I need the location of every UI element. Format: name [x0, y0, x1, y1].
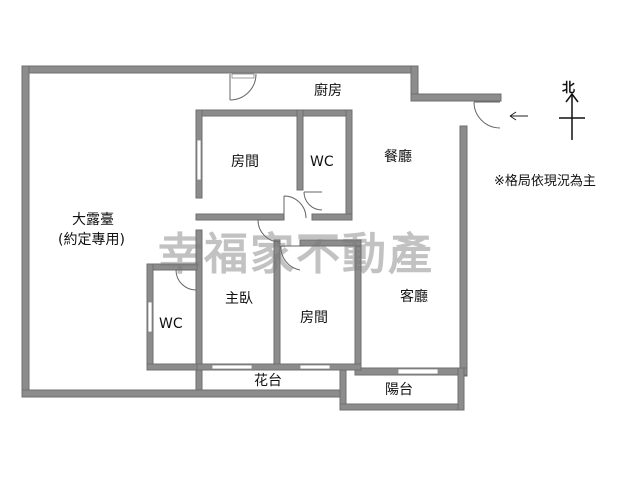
- label-dining: 餐廳: [384, 149, 412, 165]
- door-wc-left: [175, 269, 197, 291]
- north-label: 北: [562, 81, 576, 96]
- layout-note: ※格局依現況為主: [494, 174, 596, 189]
- balcony-bottom: [339, 403, 465, 411]
- window-wc-left: [147, 301, 153, 333]
- door-kitchen: [229, 73, 257, 101]
- wall-wc-left-bottom: [146, 363, 198, 371]
- wall-room-top-mid: [296, 109, 304, 191]
- door-master: [257, 219, 281, 243]
- label-balcony: 陽台: [385, 382, 413, 398]
- wall-master-left: [195, 229, 203, 391]
- label-kitchen: 廚房: [314, 83, 342, 99]
- label-wc-left: WC: [159, 316, 183, 332]
- label-master: 主臥: [225, 291, 253, 307]
- wall-top-right: [410, 93, 502, 102]
- door-wc-top: [303, 191, 323, 211]
- wall-room-top-top: [195, 109, 353, 117]
- label-room-top: 房間: [231, 154, 259, 170]
- watermark-text: 幸福家不動產: [158, 229, 434, 280]
- wall-bottom: [21, 389, 343, 398]
- label-wc-top: WC: [310, 154, 334, 170]
- wall-right: [459, 125, 468, 377]
- label-room-bottom: 房間: [300, 310, 328, 326]
- label-living: 客廳: [400, 289, 428, 305]
- window-master: [211, 364, 253, 370]
- door-room-top: [283, 195, 307, 220]
- label-big-terrace-line2: (約定專用): [58, 232, 125, 248]
- wall-top: [21, 65, 419, 74]
- window-kitchen: [231, 73, 255, 79]
- window-room-top: [196, 139, 202, 181]
- door-entrance: [473, 101, 501, 129]
- compass-arrow: [565, 92, 579, 103]
- balcony-right: [457, 367, 465, 411]
- door-room-bottom: [280, 245, 304, 271]
- wall-room-bottom-top: [299, 239, 362, 247]
- wall-wc-bottom: [311, 213, 353, 221]
- label-flower-terrace: 花台: [254, 373, 282, 389]
- window-room-bottom: [299, 364, 331, 370]
- wall-wc-right: [345, 109, 353, 221]
- wall-left: [21, 65, 30, 398]
- entrance-arrow-head: [509, 111, 517, 121]
- window-living: [397, 368, 439, 375]
- label-big-terrace-line1: 大露臺: [72, 212, 114, 228]
